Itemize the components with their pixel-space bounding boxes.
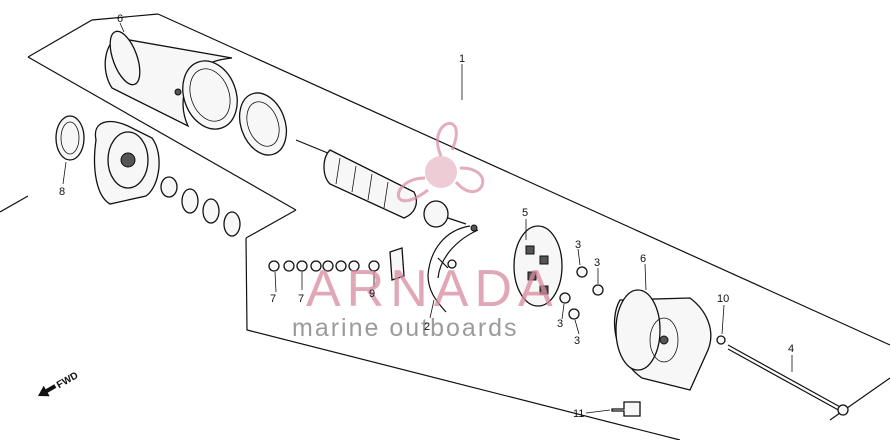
fwd-label: FWD [55, 370, 80, 391]
brush-spring-plate [427, 224, 479, 313]
callout-number: 7 [270, 293, 276, 305]
watermark-logo [396, 121, 485, 203]
callout-number: 1 [459, 53, 465, 65]
leader-lines [62, 22, 793, 414]
through-bolt [611, 335, 849, 417]
watermark-brand: ARNADA [306, 260, 559, 318]
callout-number: 3 [574, 335, 580, 347]
fwd-arrow: FWD [38, 370, 80, 397]
motor-yoke [104, 30, 238, 130]
nuts-washers [268, 247, 457, 281]
callout-number: 6 [640, 253, 646, 265]
callout-number: 4 [788, 343, 794, 355]
callout-number: 3 [594, 257, 600, 269]
assembly-frame [0, 13, 891, 440]
brush-ring [238, 92, 288, 156]
front-cover [55, 115, 241, 237]
brush-holder [513, 225, 604, 320]
callout-number: 8 [59, 186, 65, 198]
callout-number: 3 [575, 239, 581, 251]
callout-number: 10 [717, 293, 729, 305]
rear-cover [613, 289, 712, 391]
callout-number: 7 [298, 293, 304, 305]
callout-number: 5 [522, 207, 528, 219]
callout-number: 3 [557, 318, 563, 330]
callout-number: 9 [369, 288, 375, 300]
callout-number: 2 [424, 321, 430, 333]
watermark-tagline: marine outboards [292, 314, 519, 342]
callout-number: 11 [573, 408, 584, 420]
callout-number: 6 [117, 13, 123, 25]
